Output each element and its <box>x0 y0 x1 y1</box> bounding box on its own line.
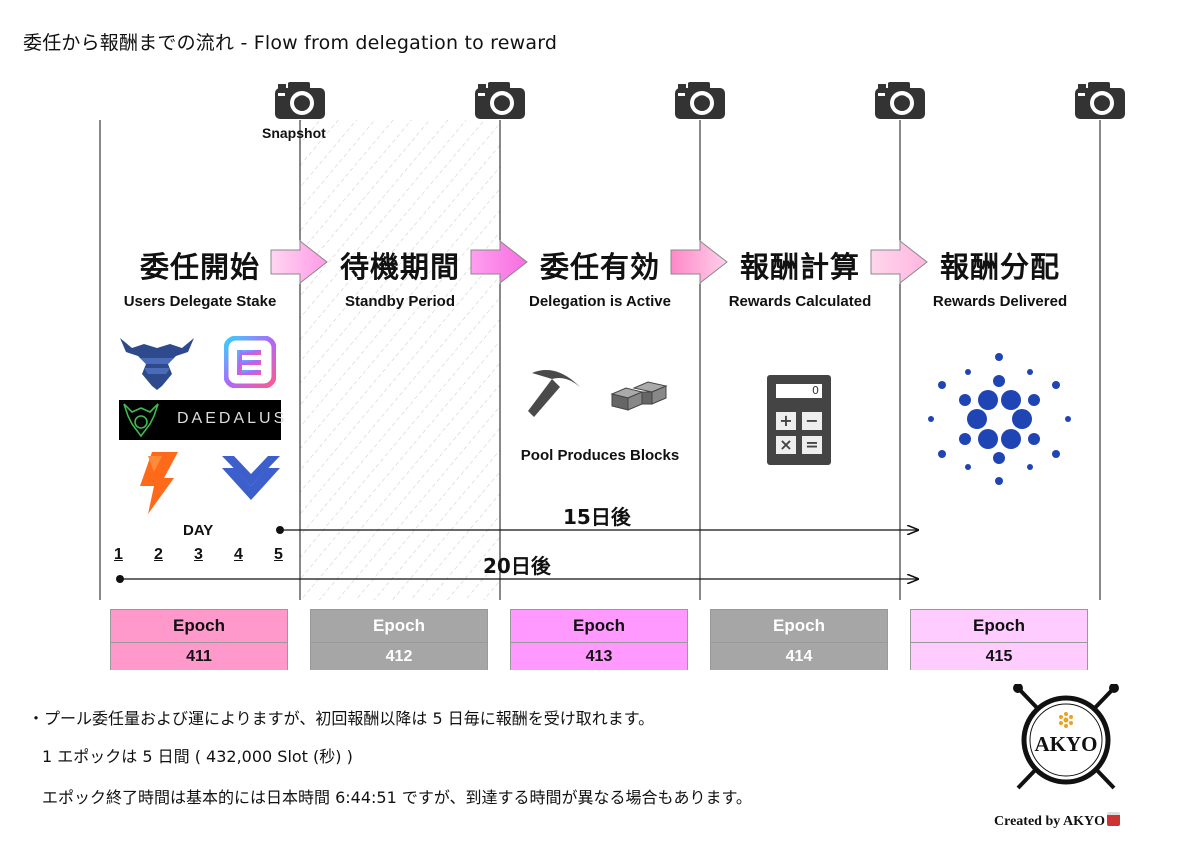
typhon-wallet-icon <box>222 456 280 500</box>
multiply-key-icon: × <box>776 436 796 454</box>
cardano-icon <box>928 353 1071 485</box>
minus-key-icon: − <box>802 412 822 430</box>
camera-icon <box>875 82 925 119</box>
note-line: 1 エポックは 5 日間 ( 432,000 Slot (秒) ) <box>42 747 353 766</box>
epoch-label: Epoch <box>711 610 887 643</box>
phase-title-jp: 委任開始 <box>139 250 260 284</box>
flint-wallet-icon <box>140 452 178 514</box>
camera-icon <box>475 82 525 119</box>
epoch-label: Epoch <box>911 610 1087 643</box>
phase-title-jp: 委任有効 <box>539 250 660 284</box>
phase-arrow <box>270 239 328 285</box>
page-title: 委任から報酬までの流れ - Flow from delegation to re… <box>23 32 558 54</box>
epoch-label: Epoch <box>311 610 487 643</box>
credit-text: Created by AKYO <box>994 814 1105 829</box>
plus-key-icon: + <box>776 412 796 430</box>
phase-arrow <box>470 239 528 285</box>
arrow-15-label: 15日後 <box>563 505 631 529</box>
blocks-icon <box>610 381 668 411</box>
phase-arrow <box>870 239 928 285</box>
epoch-number: 411 <box>111 643 287 670</box>
equals-key-icon: = <box>802 436 822 454</box>
drum-icon <box>1106 812 1120 826</box>
calculator-icon: 0 + − × = <box>767 375 831 465</box>
note-line: ・プール委任量および運によりますが、初回報酬以降は 5 日毎に報酬を受け取れます… <box>28 709 655 728</box>
eternl-wallet-icon <box>224 336 276 388</box>
phase-title-en: Users Delegate Stake <box>123 293 277 310</box>
snapshot-label: Snapshot <box>262 125 326 141</box>
note-line: エポック終了時間は基本的には日本時間 6:44:51 ですが、到達する時間が異な… <box>42 788 752 807</box>
epoch-label: Epoch <box>511 610 687 643</box>
epoch-box: Epoch 414 <box>710 609 888 670</box>
phase-title-en: Standby Period <box>344 293 456 310</box>
daedalus-label: DAEDALUS <box>177 410 288 427</box>
pool-produces-blocks-label: Pool Produces Blocks <box>520 447 680 464</box>
camera-icon <box>1075 82 1125 119</box>
phase-title-jp: 待機期間 <box>339 250 460 284</box>
camera-icon <box>675 82 725 119</box>
camera-icon <box>275 82 325 119</box>
phase-arrow <box>670 239 728 285</box>
daedalus-icon <box>123 403 159 438</box>
calculator-display: 0 <box>776 384 822 398</box>
standby-hatch-area <box>300 120 500 600</box>
phase-title-en: Rewards Delivered <box>932 293 1068 310</box>
phase-title-jp: 報酬分配 <box>939 250 1060 284</box>
phase-title-en: Delegation is Active <box>529 293 671 310</box>
akyo-drum-logo: AKYO <box>1013 684 1119 790</box>
day-number: 4 <box>234 546 243 563</box>
phase-title-en: Rewards Calculated <box>728 293 872 310</box>
daedalus-wallet-logo: DAEDALUS <box>119 400 284 440</box>
epoch-number: 412 <box>311 643 487 670</box>
epoch-box: Epoch 411 <box>110 609 288 670</box>
epoch-box: Epoch 413 <box>510 609 688 670</box>
day-number: 5 <box>274 546 283 563</box>
epoch-number: 413 <box>511 643 687 670</box>
day-number: 3 <box>194 546 203 563</box>
credit-label: Created by AKYO <box>994 812 1120 830</box>
day-number: 2 <box>154 546 163 563</box>
day-label: DAY <box>183 522 214 539</box>
yoroi-wallet-icon <box>120 338 194 390</box>
logo-text: AKYO <box>1035 732 1098 756</box>
pickaxe-icon <box>528 370 580 417</box>
epoch-box: Epoch 415 <box>910 609 1088 670</box>
epoch-number: 414 <box>711 643 887 670</box>
phase-title-jp: 報酬計算 <box>739 250 860 284</box>
epoch-box: Epoch 412 <box>310 609 488 670</box>
epoch-number: 415 <box>911 643 1087 670</box>
day-number: 1 <box>114 546 123 563</box>
epoch-label: Epoch <box>111 610 287 643</box>
arrow-20-label: 20日後 <box>483 554 551 578</box>
